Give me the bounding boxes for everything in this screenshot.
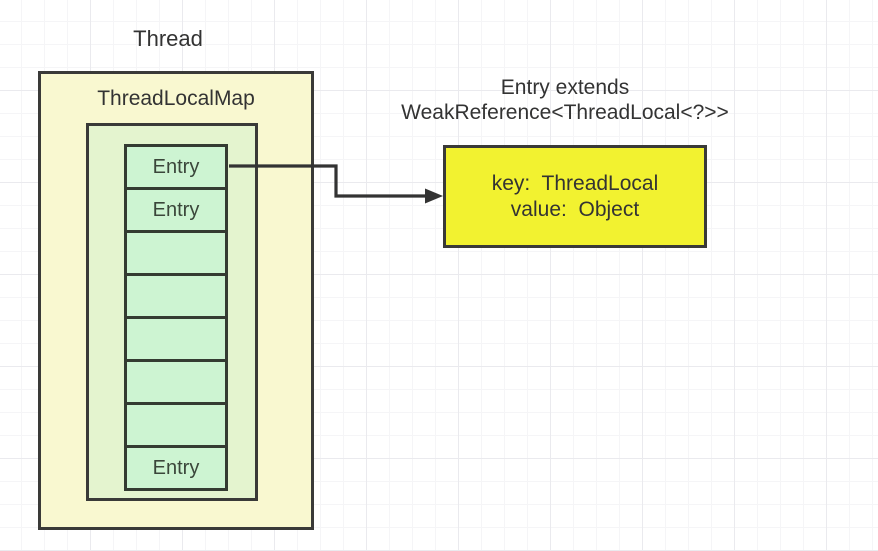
entry-key-line: key: ThreadLocal [491, 171, 659, 195]
entry-cell [124, 273, 228, 319]
entry-note-line2: WeakReference<ThreadLocal<?>> [401, 101, 729, 124]
entry-cell: Entry [124, 445, 228, 491]
threadlocalmap-label: ThreadLocalMap [97, 87, 255, 110]
threadlocalmap-box: Entry Entry Entry [86, 123, 258, 501]
entry-array: Entry Entry Entry [124, 144, 228, 491]
entry-cell [124, 316, 228, 362]
entry-key-value-box: key: ThreadLocal value: Object [443, 145, 707, 248]
thread-box: ThreadLocalMap Entry Entry Entry [38, 71, 314, 530]
entry-note-line1: Entry extends [500, 76, 630, 99]
entry-cell: Entry [124, 187, 228, 233]
thread-title: Thread [133, 26, 203, 51]
entry-cell [124, 230, 228, 276]
arrowhead-icon [425, 188, 443, 204]
entry-value-line: value: Object [510, 197, 640, 221]
entry-extends-note: Entry extends WeakReference<ThreadLocal<… [385, 75, 745, 125]
entry-cell [124, 359, 228, 405]
entry-cell [124, 402, 228, 448]
entry-reference-arrow [229, 164, 443, 204]
entry-cell: Entry [124, 144, 228, 190]
